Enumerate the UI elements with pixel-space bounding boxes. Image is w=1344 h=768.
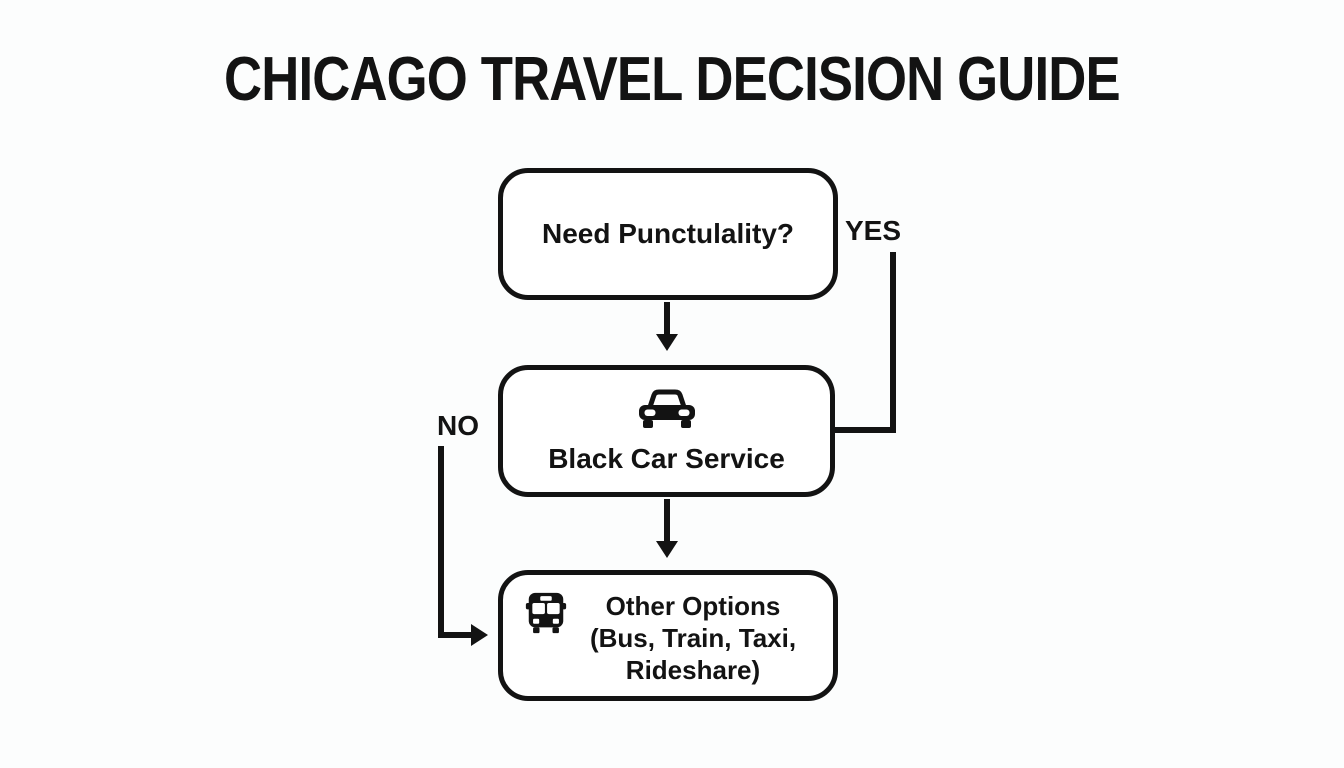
primary-option-box: Black Car Service xyxy=(498,365,835,497)
yes-connector-vertical-line xyxy=(890,252,896,433)
other-options-box: Other Options (Bus, Train, Taxi, Ridesha… xyxy=(498,570,838,701)
bus-icon xyxy=(523,588,569,696)
decision-to-primary-line xyxy=(664,302,670,336)
primary-to-other-line xyxy=(664,499,670,543)
other-options-line-2: (Bus, Train, Taxi, xyxy=(589,623,797,653)
no-connector-vertical-line xyxy=(438,446,444,638)
primary-option-label: Black Car Service xyxy=(548,443,785,474)
decision-box: Need Punctulality? xyxy=(498,168,838,300)
yes-branch-label: YES xyxy=(845,215,902,246)
page-title-text: CHICAGO TRAVEL DECISION GUIDE xyxy=(224,45,1121,114)
decision-box-label: Need Punctulality? xyxy=(541,218,795,249)
other-options-line-3: Rideshare) xyxy=(625,655,761,685)
no-connector-horizontal-line xyxy=(438,632,474,638)
no-branch-label: NO xyxy=(437,410,479,441)
car-icon xyxy=(637,386,697,432)
yes-connector-horizontal-line xyxy=(833,427,896,433)
no-connector-arrowhead xyxy=(471,624,488,646)
decision-to-primary-arrowhead xyxy=(656,334,678,351)
page-title: CHICAGO TRAVEL DECISION GUIDE xyxy=(0,44,1344,115)
primary-to-other-arrowhead xyxy=(656,541,678,558)
other-options-line-1: Other Options xyxy=(605,591,781,621)
other-options-label: Other Options (Bus, Train, Taxi, Ridesha… xyxy=(569,575,833,696)
